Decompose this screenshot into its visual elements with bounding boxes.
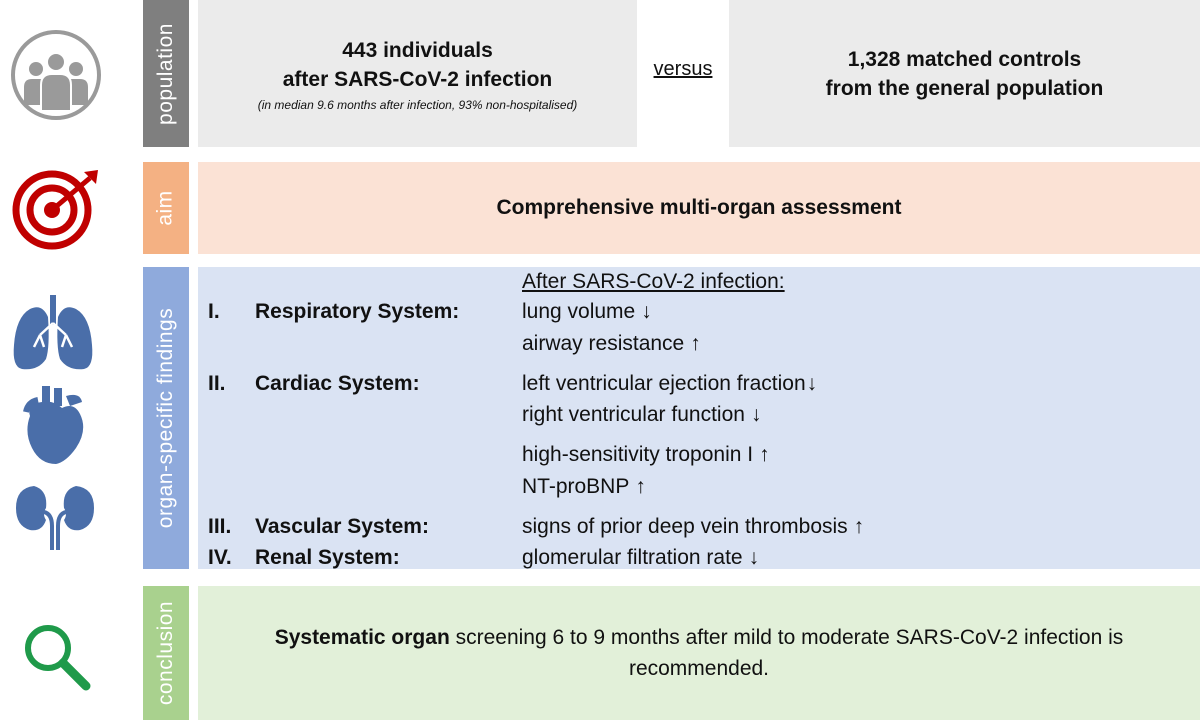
conclusion-bold: Systematic organ	[274, 626, 450, 649]
system-numeral: II.	[208, 372, 226, 395]
organ-findings-band-label: organ-specific findings	[154, 307, 178, 529]
arrow-down-icon: ↓	[748, 546, 760, 569]
finding-item: NT-proBNP↑	[522, 475, 646, 498]
aim-band-label: aim	[154, 190, 177, 226]
population-band-label: population	[154, 22, 178, 125]
heart-icon	[23, 386, 84, 464]
finding-item: signs of prior deep vein thrombosis↑	[522, 515, 865, 538]
aim-text: Comprehensive multi-organ assessment	[496, 196, 902, 219]
finding-item: lung volume↓	[522, 300, 652, 323]
conclusion-rest: screening 6 to 9 months after mild to mo…	[449, 626, 1124, 680]
controls-count: 1,328 matched controls	[847, 47, 1082, 71]
population-controls-box: 1,328 matched controls from the general …	[729, 0, 1200, 147]
kidneys-icon	[16, 486, 94, 550]
arrow-up-icon: ↑	[690, 332, 701, 355]
cases-count: 443 individuals	[342, 38, 493, 62]
conclusion-text: Systematic organ screening 6 to 9 months…	[229, 622, 1169, 684]
magnifier-icon	[25, 625, 91, 691]
system-numeral: IV.	[208, 546, 232, 569]
lungs-icon	[13, 295, 93, 370]
conclusion-band: conclusion	[143, 586, 189, 720]
arrow-up-icon: ↑	[853, 515, 865, 538]
finding-item: high-sensitivity troponin I↑	[522, 443, 770, 466]
cases-note: (in median 9.6 months after infection, 9…	[257, 97, 578, 112]
organ-findings-box	[198, 267, 1200, 569]
finding-item: glomerular filtration rate↓	[522, 546, 760, 569]
system-numeral: III.	[208, 515, 232, 538]
aim-box: Comprehensive multi-organ assessment	[198, 162, 1200, 254]
target-arrow-icon	[12, 170, 98, 250]
finding-item: right ventricular function↓	[522, 403, 762, 426]
cases-description: after SARS-CoV-2 infection	[282, 67, 553, 91]
system-numeral: I.	[208, 300, 220, 323]
system-name-vascular: Vascular System:	[255, 515, 429, 538]
system-name-renal: Renal System:	[255, 546, 400, 569]
arrow-down-icon: ↓	[641, 300, 652, 323]
arrow-up-icon: ↑	[759, 443, 770, 466]
arrow-up-icon: ↑	[635, 475, 646, 498]
findings-header: After SARS-CoV-2 infection:	[522, 270, 785, 293]
finding-item: airway resistance↑	[522, 332, 701, 355]
finding-item: left ventricular ejection fraction↓	[522, 372, 818, 395]
system-name-cardiac: Cardiac System:	[255, 372, 420, 395]
organ-findings-band: organ-specific findings	[143, 267, 189, 569]
arrow-down-icon: ↓	[750, 403, 762, 426]
system-name-respiratory: Respiratory System:	[255, 300, 460, 323]
arrow-down-icon: ↓	[806, 372, 818, 395]
conclusion-band-label: conclusion	[154, 600, 178, 706]
aim-band: aim	[143, 162, 189, 254]
people-group-icon	[11, 30, 101, 120]
population-cases-box: 443 individuals after SARS-CoV-2 infecti…	[198, 0, 637, 147]
controls-description: from the general population	[825, 76, 1104, 100]
versus-label: versus	[653, 58, 713, 80]
conclusion-box: Systematic organ screening 6 to 9 months…	[198, 586, 1200, 720]
population-band: population	[143, 0, 189, 147]
